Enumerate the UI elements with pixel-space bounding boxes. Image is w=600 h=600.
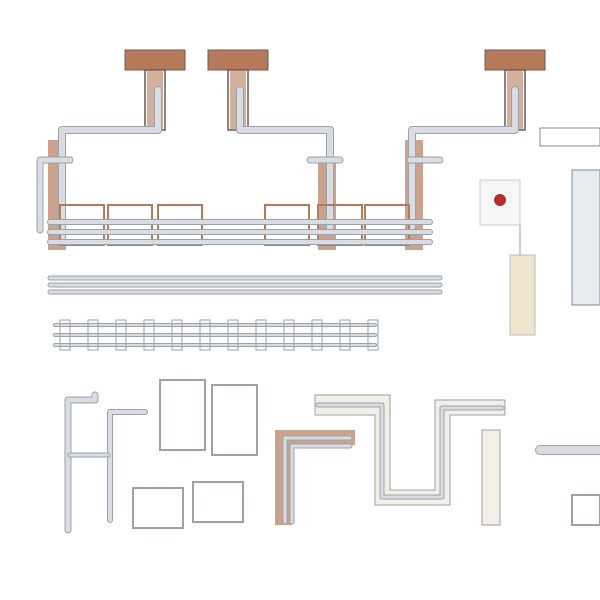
support-bracket bbox=[227, 319, 239, 351]
pipe bbox=[65, 392, 98, 533]
pipe bbox=[283, 436, 352, 524]
pipe bbox=[290, 444, 352, 524]
pipe-outline bbox=[282, 435, 353, 525]
support-bracket bbox=[255, 319, 267, 351]
pipe bbox=[316, 403, 504, 499]
pipe bbox=[108, 410, 147, 522]
pipe-outline bbox=[107, 409, 148, 523]
fitting-group bbox=[159, 379, 206, 451]
support-bracket bbox=[171, 319, 183, 351]
valve bbox=[494, 194, 506, 206]
support-bracket bbox=[87, 319, 99, 351]
support-bracket bbox=[143, 319, 155, 351]
straight-pipe-runs bbox=[47, 275, 443, 351]
fitting-group bbox=[192, 481, 244, 523]
top-platform bbox=[124, 49, 186, 71]
support-bracket bbox=[311, 319, 323, 351]
straight-tray bbox=[481, 429, 501, 526]
tower bbox=[571, 169, 600, 306]
support-bracket bbox=[115, 319, 127, 351]
pipe-fittings-set bbox=[64, 379, 506, 534]
fitting bbox=[571, 494, 600, 526]
support-bracket bbox=[367, 319, 379, 351]
top-platform bbox=[207, 49, 269, 71]
pipe bbox=[409, 87, 518, 233]
pipe bbox=[59, 87, 161, 243]
pipe bbox=[37, 157, 73, 233]
support-bracket bbox=[199, 319, 211, 351]
support-bracket bbox=[59, 319, 71, 351]
tower-and-cabinet bbox=[479, 127, 600, 526]
pipe-outline bbox=[315, 402, 505, 500]
pipe-outline bbox=[58, 86, 162, 244]
top-platform bbox=[484, 49, 546, 71]
main-pipe-rack bbox=[36, 49, 546, 250]
support-bracket bbox=[339, 319, 351, 351]
pipe-outline bbox=[64, 391, 99, 534]
truss bbox=[539, 127, 600, 147]
pipe-outline bbox=[289, 443, 353, 525]
u-loop-tray bbox=[314, 394, 506, 506]
support-bracket bbox=[283, 319, 295, 351]
fitting-group bbox=[132, 487, 184, 529]
fitting-group bbox=[211, 384, 258, 456]
cabinet bbox=[509, 254, 536, 336]
pipe bbox=[237, 87, 333, 233]
